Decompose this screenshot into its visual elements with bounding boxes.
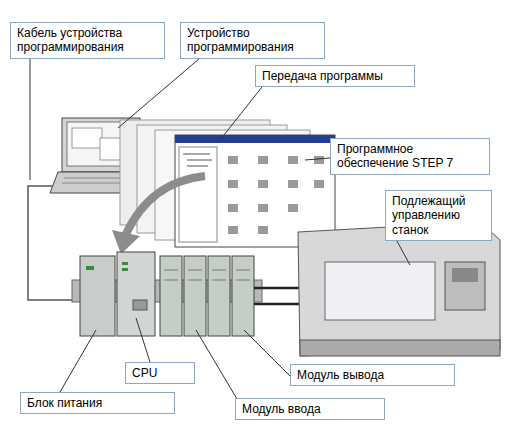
machine-window <box>325 262 435 320</box>
led <box>86 266 94 270</box>
led <box>122 268 128 271</box>
led <box>122 262 128 265</box>
cpu-module <box>117 252 155 336</box>
callout-label: Кабель устройства программирования <box>17 26 158 55</box>
tree-line <box>183 154 210 155</box>
transfer-arrow <box>126 176 205 234</box>
io-module <box>232 256 254 336</box>
io-module <box>160 256 182 336</box>
laptop-window <box>72 128 102 148</box>
callout-box: Кабель устройства программирования <box>10 22 165 59</box>
callout-box: Программное обеспечение STEP 7 <box>330 138 490 175</box>
io-module <box>184 256 206 336</box>
io-module <box>208 256 230 336</box>
callout-label: Блок питания <box>27 396 168 410</box>
control-panel <box>445 262 485 310</box>
callout-box: CPU <box>125 362 195 384</box>
machine-body <box>298 222 500 356</box>
callout-label: Устройство программирования <box>187 26 318 55</box>
callout-box: Устройство программирования <box>180 22 325 59</box>
callout-label: CPU <box>132 366 188 380</box>
callout-box: Подлежащий управлению станок <box>385 190 492 241</box>
panel-display <box>452 268 478 282</box>
callout-label: Подлежащий управлению станок <box>392 194 485 237</box>
callout-box: Блок питания <box>20 392 175 414</box>
tree-line <box>187 160 212 161</box>
callout-label: Программное обеспечение STEP 7 <box>337 142 483 171</box>
callout-label: Модуль ввода <box>242 402 378 416</box>
window-titlebar <box>175 135 335 143</box>
cpu-port <box>133 300 147 310</box>
transfer-arrowhead <box>112 230 140 254</box>
window-icons <box>228 156 324 234</box>
callout-box: Передача программы <box>255 65 415 87</box>
module-stripes <box>164 270 250 280</box>
callout-label: Модуль вывода <box>297 368 448 382</box>
leader-lines <box>30 58 410 404</box>
callout-label: Передача программы <box>262 69 408 83</box>
software-window <box>175 135 335 247</box>
machine-base <box>300 340 500 356</box>
power-supply <box>80 256 115 336</box>
window-tree <box>179 147 217 242</box>
callout-box: Модуль вывода <box>290 364 455 386</box>
signal-wire <box>254 303 302 306</box>
callout-box: Модуль ввода <box>235 398 385 420</box>
signal-wire <box>254 287 302 290</box>
tree-line <box>187 166 208 167</box>
